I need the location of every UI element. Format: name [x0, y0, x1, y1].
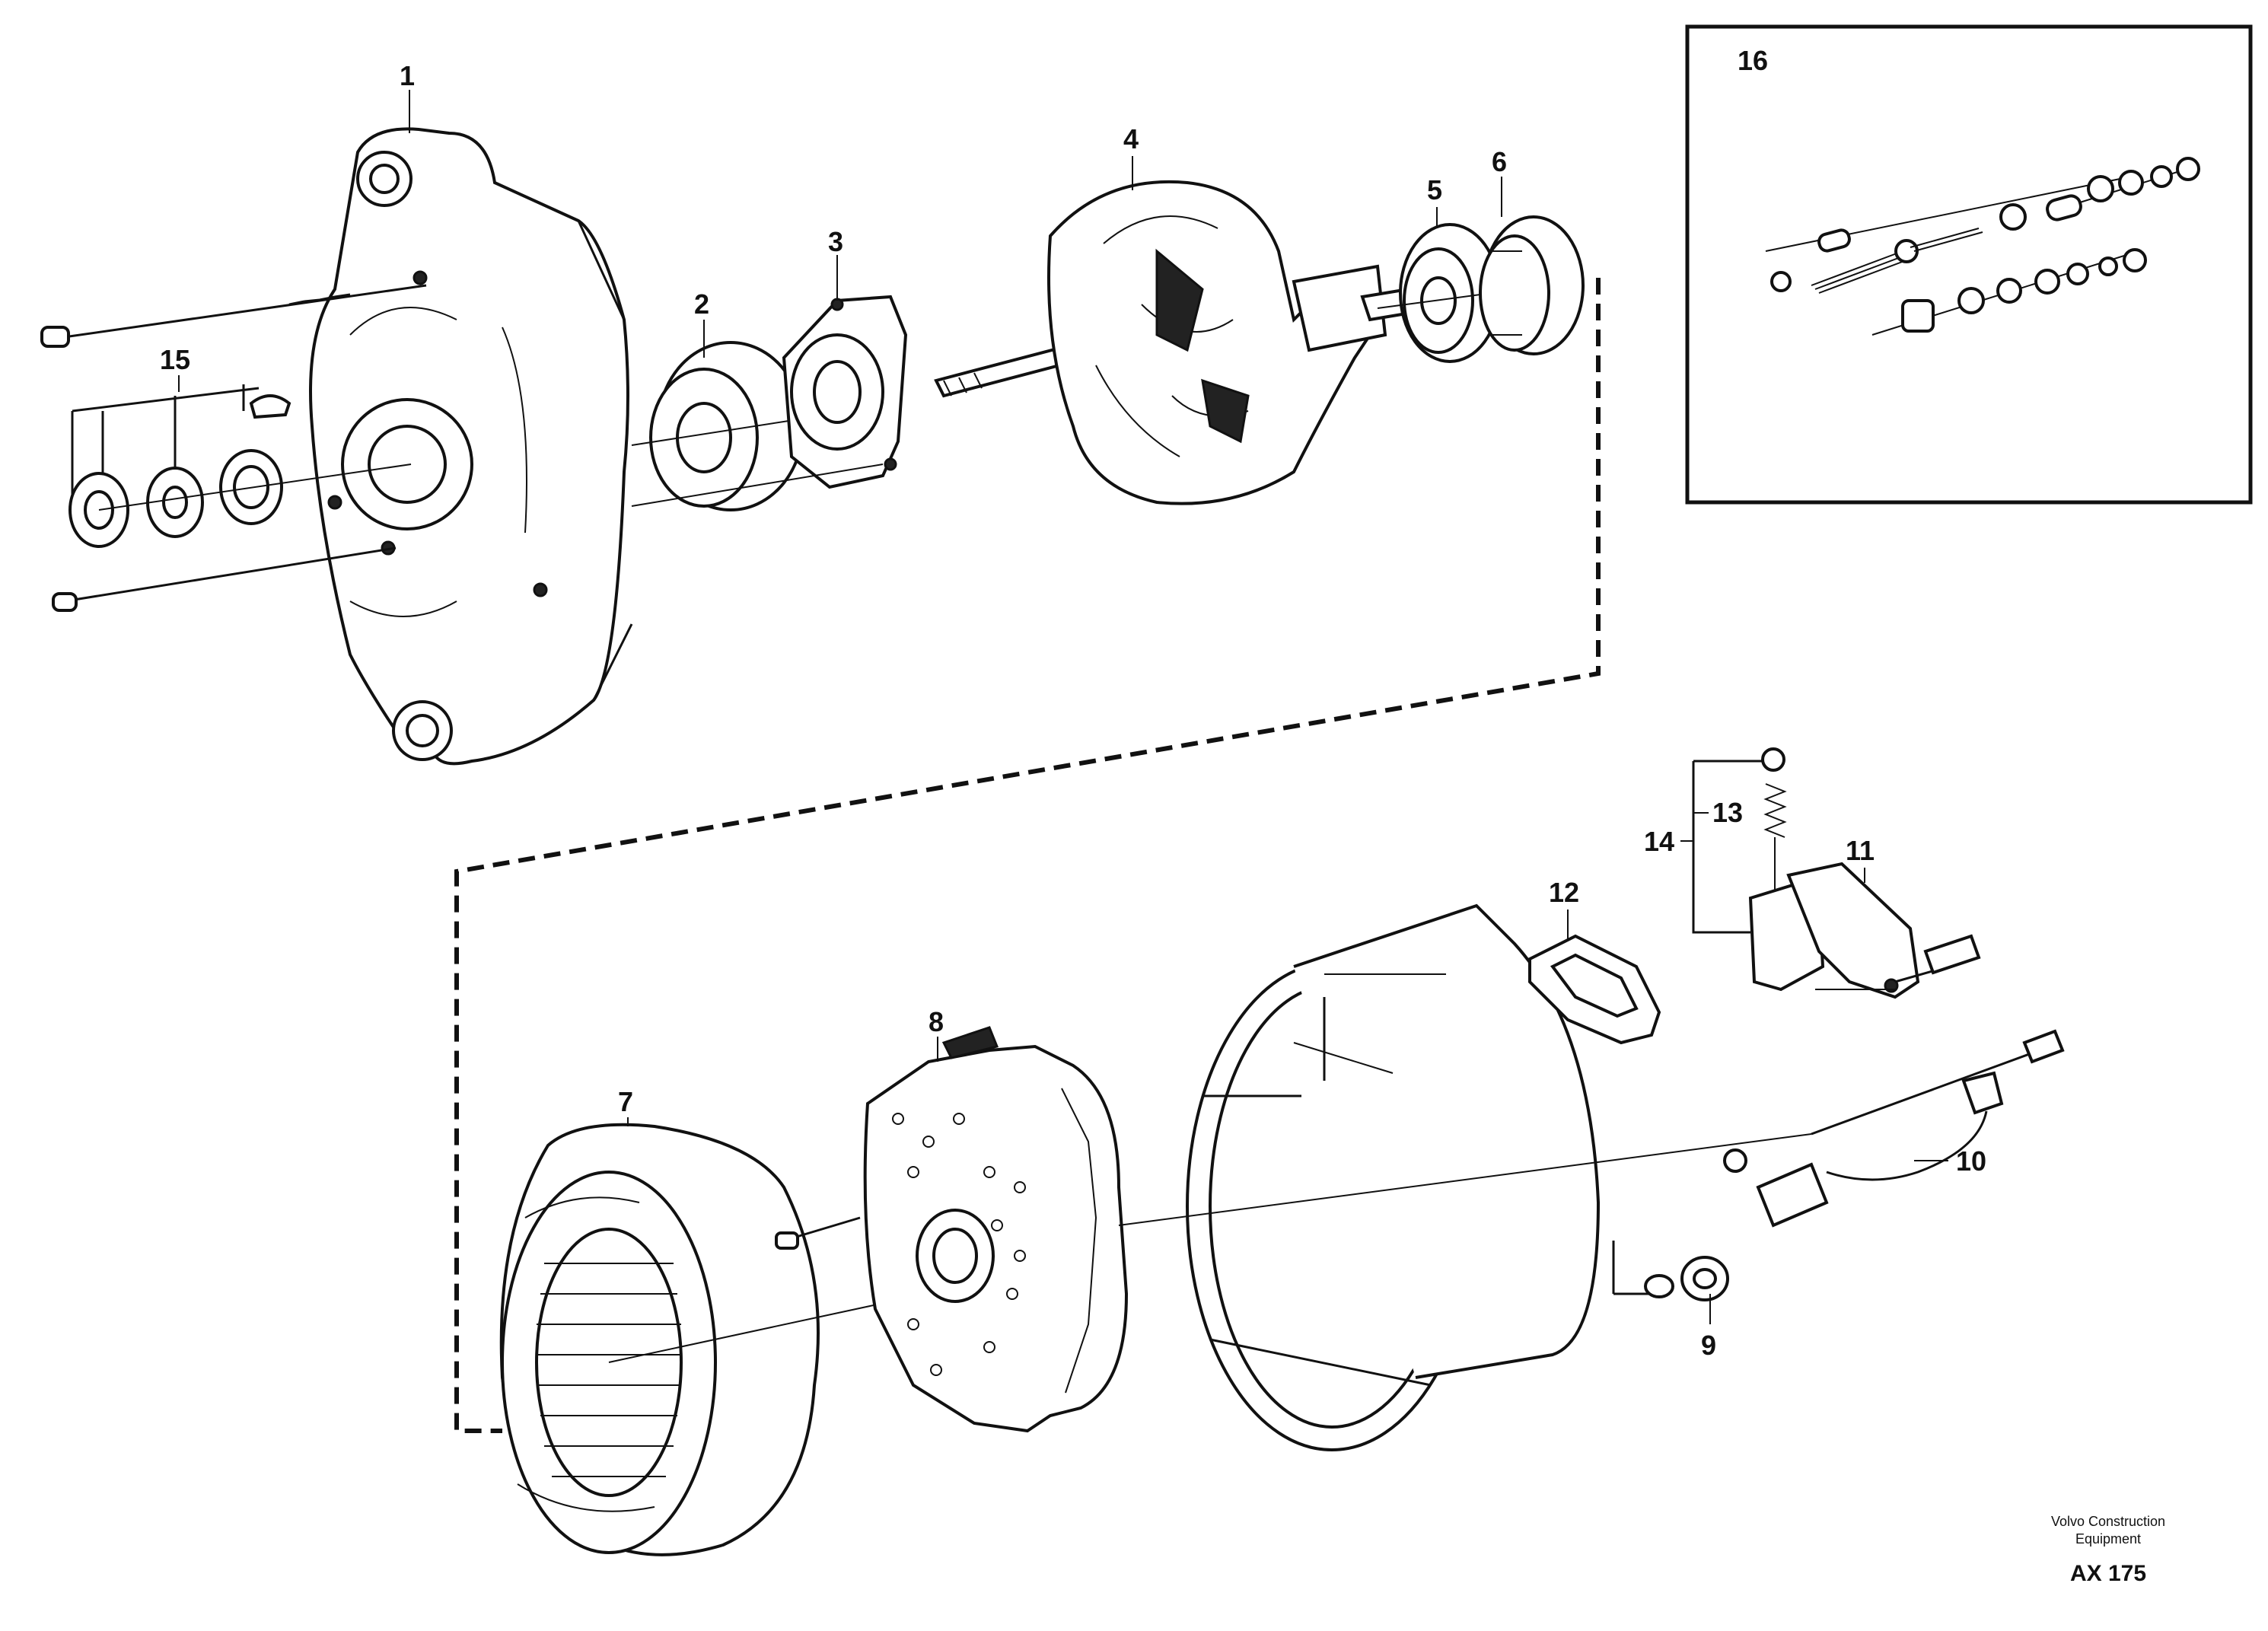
label-14: 14: [1644, 826, 1674, 857]
label-2: 2: [694, 288, 709, 320]
rotor: [934, 180, 1418, 505]
stator: [499, 1123, 998, 1556]
footer-company-line2: Equipment: [2075, 1531, 2141, 1547]
inset-kit-box: 16: [1685, 24, 2253, 505]
label-13: 13: [1712, 797, 1743, 828]
nut-and-washer: [1612, 1241, 1729, 1301]
label-3: 3: [828, 226, 843, 257]
callout-leaders: [178, 90, 1948, 1324]
footer-company-line1: Volvo Construction: [2051, 1514, 2165, 1529]
pulley-fasteners-group: [68, 384, 412, 548]
label-1: 1: [400, 60, 415, 91]
suppression-capacitor: [1723, 1029, 2065, 1228]
slip-ring: [1479, 215, 1585, 355]
rectifier-diode-plate: [775, 1026, 1129, 1433]
footer-code: AX 175: [2070, 1561, 2146, 1586]
through-bolts: [40, 284, 427, 612]
label-8: 8: [929, 1006, 944, 1037]
drive-end-bracket: [309, 127, 633, 766]
bearing-retainer-plate: [631, 295, 908, 507]
voltage-regulator-brush-holder: [1692, 747, 1981, 999]
bearing-drive-end: [631, 341, 853, 511]
label-6: 6: [1492, 146, 1507, 177]
label-4: 4: [1123, 123, 1139, 154]
label-11: 11: [1846, 835, 1875, 866]
gasket: [1528, 934, 1661, 1045]
label-12: 12: [1549, 877, 1579, 908]
label-10: 10: [1956, 1145, 1986, 1177]
label-7: 7: [618, 1086, 633, 1117]
connector-dashed: [454, 278, 1601, 1433]
slip-ring-end-housing: [1118, 903, 1812, 1451]
label-9: 9: [1701, 1330, 1716, 1361]
label-15: 15: [160, 344, 190, 375]
label-5: 5: [1427, 174, 1442, 205]
label-16: 16: [1738, 45, 1768, 76]
bearing-slip-ring-end: [1377, 223, 1501, 363]
